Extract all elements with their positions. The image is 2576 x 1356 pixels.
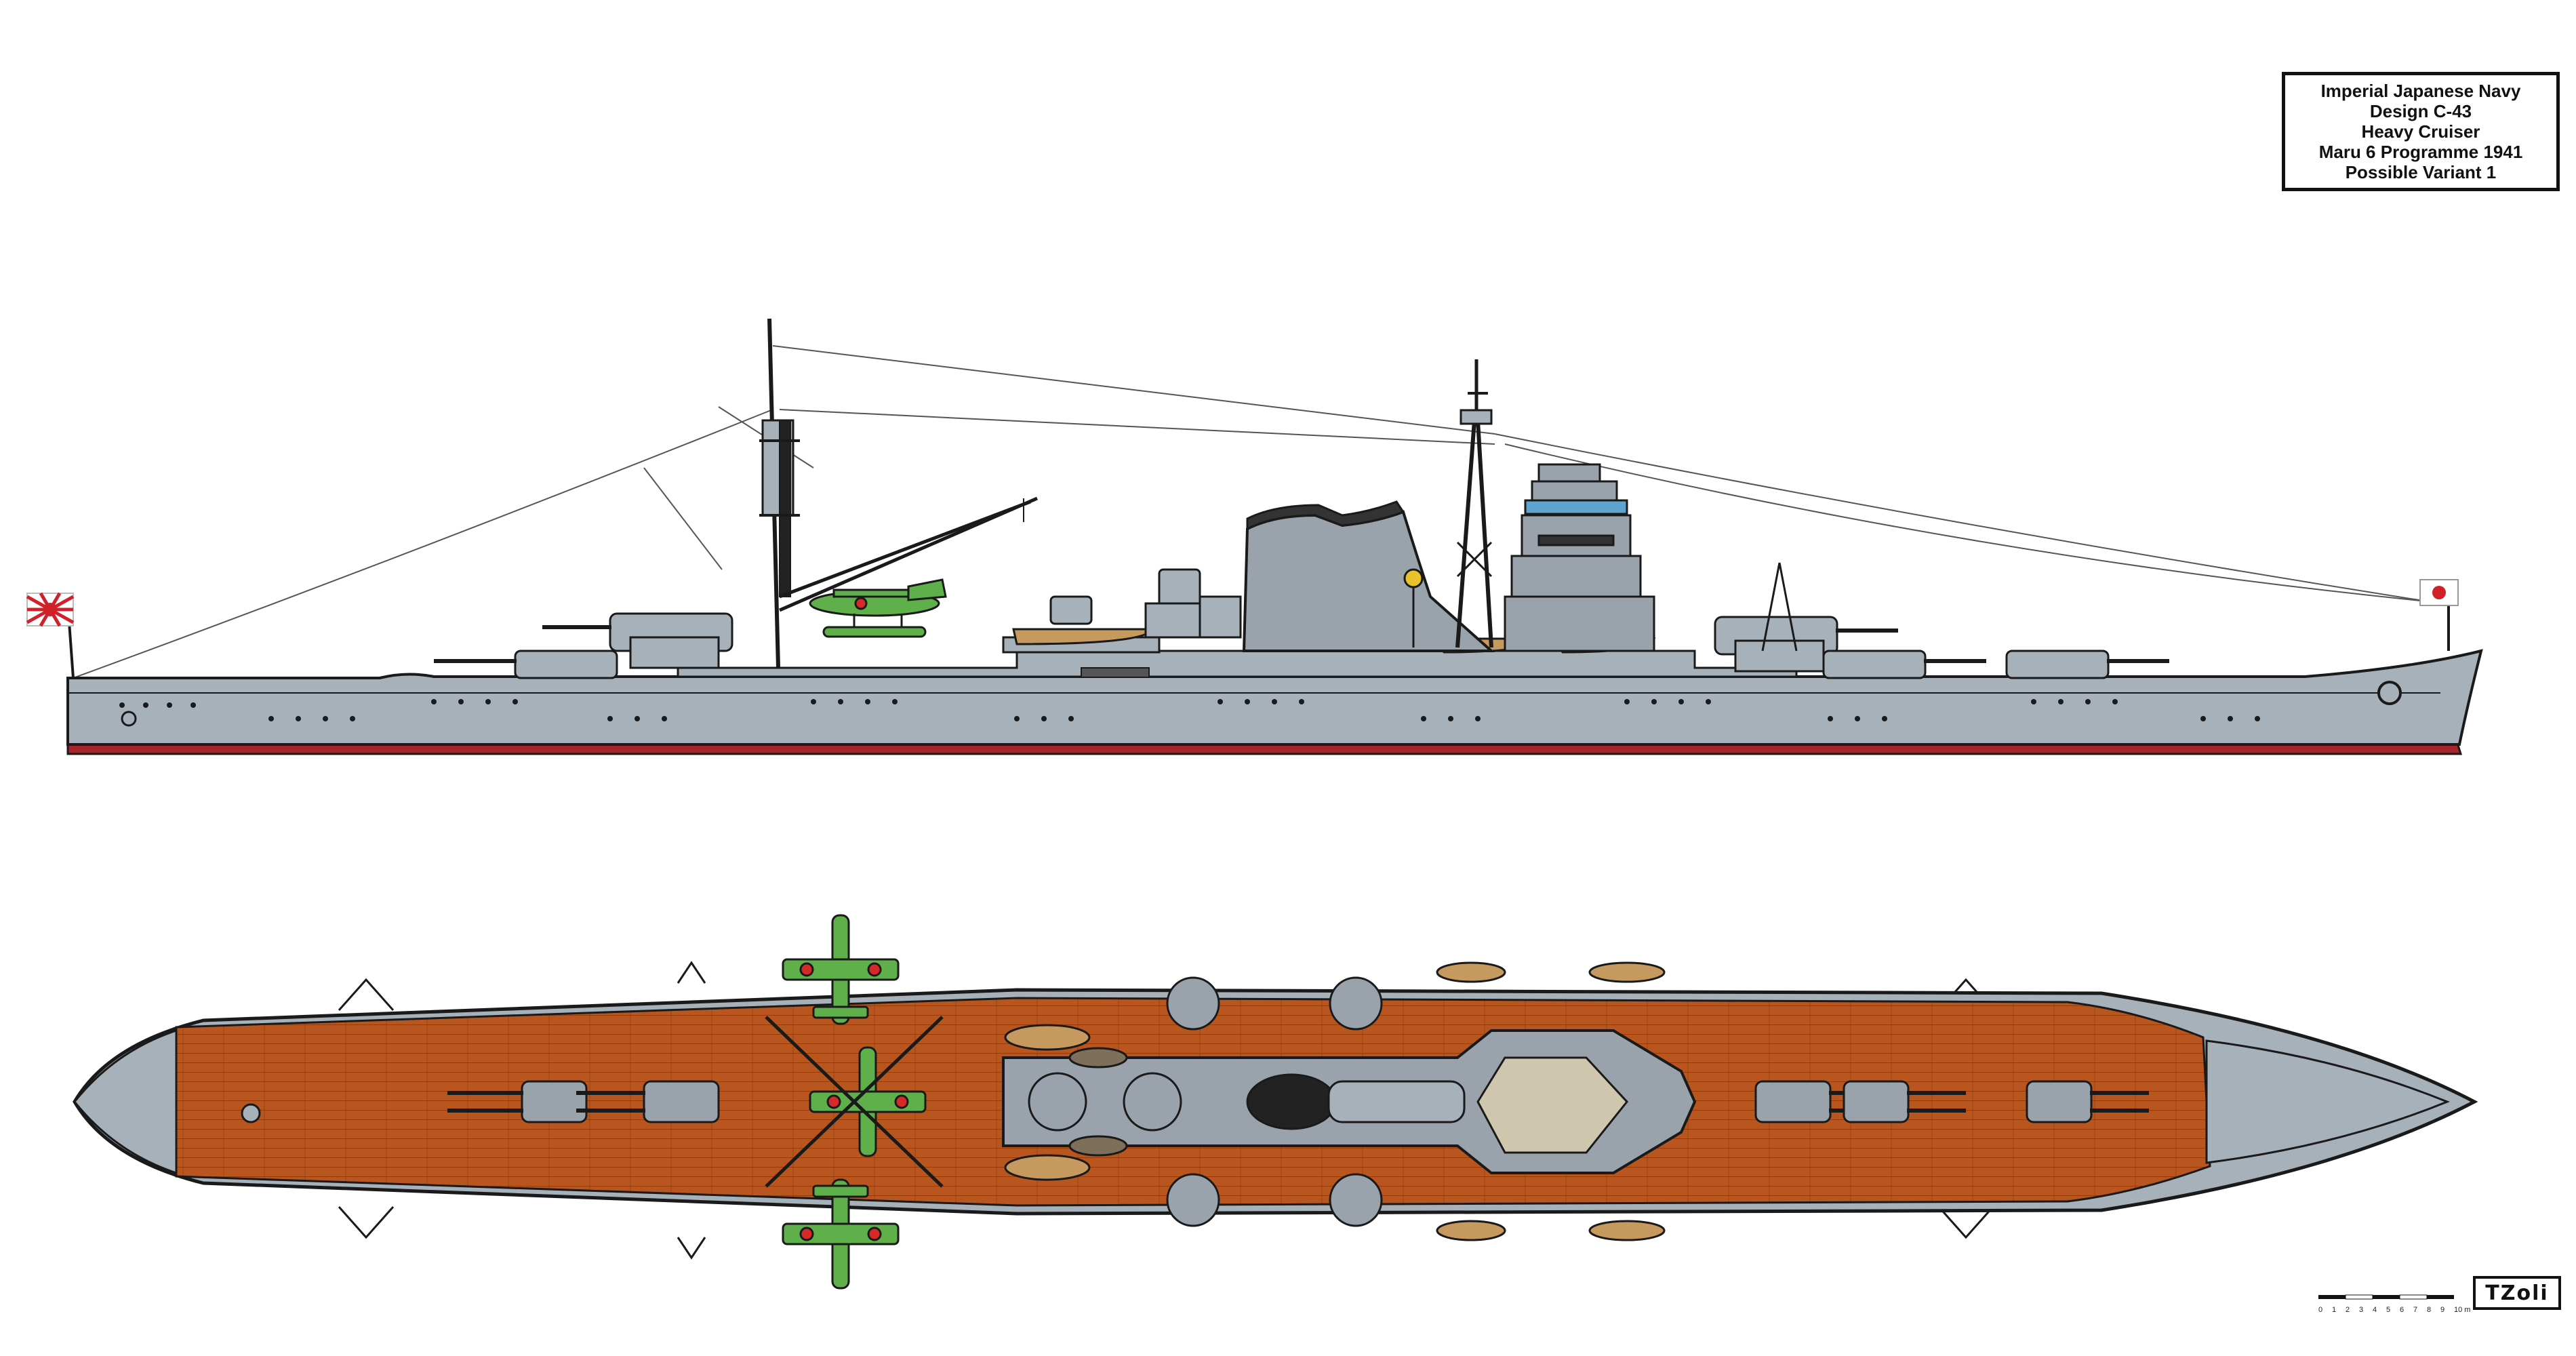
hinomaru-jack-icon xyxy=(2419,579,2459,606)
rising-sun-ensign-icon xyxy=(26,592,75,627)
scale-tick-label: 4 xyxy=(2373,1306,2377,1314)
plan-boats xyxy=(1004,961,1666,1241)
floatplane-side xyxy=(809,578,947,638)
plan-secondary-mounts xyxy=(1028,976,1383,1227)
funnel-top xyxy=(1246,1073,1337,1130)
title-line-2: Design C-43 xyxy=(2369,101,2472,121)
bow-lattice xyxy=(1761,562,1798,652)
aa-mounts-side xyxy=(1049,568,1242,639)
rigging-wires xyxy=(73,345,2448,679)
scale-tick-label: 10 m xyxy=(2454,1306,2471,1314)
artist-signature: TZoli xyxy=(2473,1276,2561,1310)
fore-turrets-side xyxy=(1714,616,2169,679)
scale-tick-label: 1 xyxy=(2332,1306,2337,1314)
title-line-4: Maru 6 Programme 1941 xyxy=(2318,142,2523,162)
side-hull xyxy=(66,649,2483,746)
aircraft-crane xyxy=(779,496,1038,612)
scale-labels: 0 1 2 3 4 5 6 7 8 9 10 m xyxy=(2318,1306,2488,1319)
scale-tick-label: 7 xyxy=(2413,1306,2418,1314)
portholes xyxy=(119,699,2260,721)
title-block: Imperial Japanese Navy Design C-43 Heavy… xyxy=(2282,72,2560,191)
plan-turrets xyxy=(447,1080,2149,1123)
side-superstructure-base xyxy=(677,650,1798,678)
plan-aircraft xyxy=(782,914,927,1290)
funnel xyxy=(1242,510,1495,652)
scale-tick-label: 3 xyxy=(2359,1306,2364,1314)
bow-anchor-hawse xyxy=(2377,681,2402,705)
scale-tick-label: 9 xyxy=(2440,1306,2445,1314)
scale-tick-label: 5 xyxy=(2386,1306,2391,1314)
scale-bar xyxy=(2318,1294,2454,1300)
catapults xyxy=(765,1016,944,1188)
title-line-1: Imperial Japanese Navy xyxy=(2320,81,2521,101)
plan-view xyxy=(73,914,2478,1290)
side-profile-view xyxy=(26,318,2483,755)
scale-tick-label: 8 xyxy=(2427,1306,2432,1314)
scale-tick-label: 0 xyxy=(2318,1306,2323,1314)
scale-tick-label: 6 xyxy=(2400,1306,2404,1314)
aft-turrets-side xyxy=(434,612,733,679)
title-line-5: Possible Variant 1 xyxy=(2345,162,2497,182)
title-line-3: Heavy Cruiser xyxy=(2361,121,2480,142)
aft-mast xyxy=(759,318,800,669)
scale-tick-label: 2 xyxy=(2346,1306,2350,1314)
searchlight-tower xyxy=(1403,568,1424,647)
forward-mast xyxy=(1455,359,1493,648)
bridge-top xyxy=(1476,1056,1628,1154)
bridge-tower xyxy=(1504,463,1655,652)
